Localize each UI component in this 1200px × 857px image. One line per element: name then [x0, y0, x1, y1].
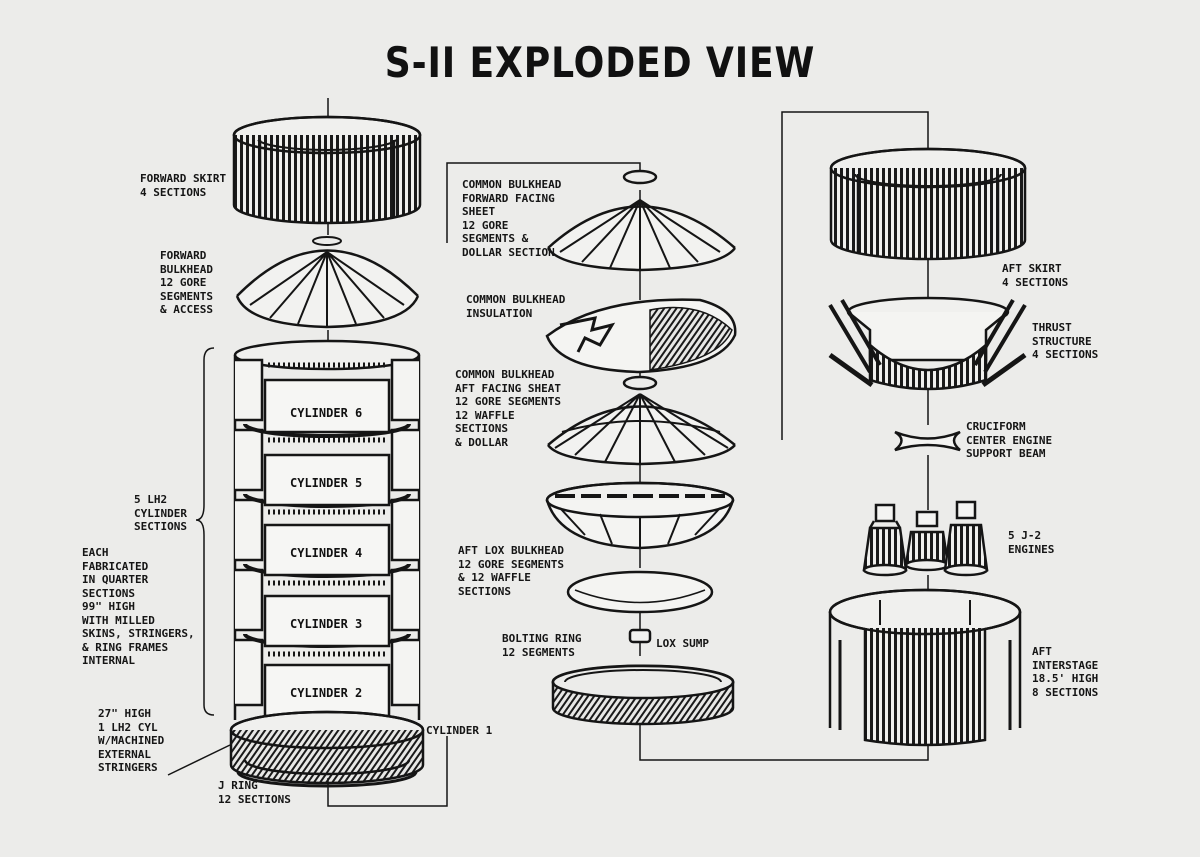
- aft-interstage: [828, 588, 1022, 747]
- cylinder-2-label: CYLINDER 2: [290, 686, 363, 700]
- cylinder-1-j-ring: [229, 710, 425, 788]
- label-lh2-cylinder-sections: 5 LH2 CYLINDER SECTIONS: [134, 493, 187, 533]
- label-each-fabricated: EACH FABRICATED IN QUARTER SECTIONS 99" …: [82, 546, 195, 667]
- label-aft-skirt: AFT SKIRT 4 SECTIONS: [1002, 262, 1069, 289]
- bolting-ring: [551, 664, 735, 726]
- label-j-ring: J RING 12 SECTIONS: [218, 779, 291, 806]
- label-common-bulkhead-forward: COMMON BULKHEAD FORWARD FACING SHEET 12 …: [462, 178, 562, 259]
- common-bulkhead-aft-dome: [546, 375, 736, 466]
- label-common-bulkhead-aft: COMMON BULKHEAD AFT FACING SHEAT 12 GORE…: [455, 368, 561, 449]
- label-thrust-structure: THRUST STRUCTURE 4 SECTIONS: [1032, 321, 1099, 361]
- label-aft-lox-bulkhead: AFT LOX BULKHEAD 12 GORE SEGMENTS & 12 W…: [458, 544, 564, 598]
- label-forward-skirt: FORWARD SKIRT 4 SECTIONS: [140, 172, 227, 199]
- lox-sump: [628, 628, 652, 644]
- label-cylinder-1: CYLINDER 1: [426, 724, 493, 737]
- cylinder-3-label: CYLINDER 3: [290, 617, 363, 631]
- label-lox-sump: LOX SUMP: [656, 637, 709, 650]
- thrust-structure: [828, 296, 1027, 391]
- lox-bulkhead-dish: [566, 570, 714, 614]
- common-bulkhead-insulation: [545, 298, 737, 374]
- cylinder-6-label: CYLINDER 6: [290, 406, 363, 420]
- label-bolting-ring: BOLTING RING 12 SEGMENTS: [502, 632, 582, 659]
- aft-lox-bulkhead: [545, 481, 735, 550]
- label-cruciform: CRUCIFORM CENTER ENGINE SUPPORT BEAM: [966, 420, 1053, 460]
- page-title: S-II EXPLODED VIEW: [384, 38, 816, 87]
- lh2-cylinder-stack: [233, 339, 421, 720]
- cylinder-4-label: CYLINDER 4: [290, 546, 363, 560]
- label-j2-engines: 5 J-2 ENGINES: [1008, 529, 1055, 556]
- cylinder-5-label: CYLINDER 5: [290, 476, 363, 490]
- label-aft-interstage: AFT INTERSTAGE 18.5' HIGH 8 SECTIONS: [1032, 645, 1099, 699]
- forward-bulkhead-dome: [235, 236, 420, 329]
- label-forward-bulkhead: FORWARD BULKHEAD 12 GORE SEGMENTS & ACCE…: [160, 249, 213, 316]
- j2-engines: [862, 500, 989, 577]
- label-27-high-cylinder: 27" HIGH 1 LH2 CYL W/MACHINED EXTERNAL S…: [98, 707, 165, 774]
- cruciform-beam: [894, 430, 961, 452]
- common-bulkhead-forward-dome: [546, 169, 736, 272]
- aft-skirt: [829, 147, 1027, 261]
- forward-skirt: [232, 115, 422, 225]
- label-common-bulkhead-insulation: COMMON BULKHEAD INSULATION: [466, 293, 566, 320]
